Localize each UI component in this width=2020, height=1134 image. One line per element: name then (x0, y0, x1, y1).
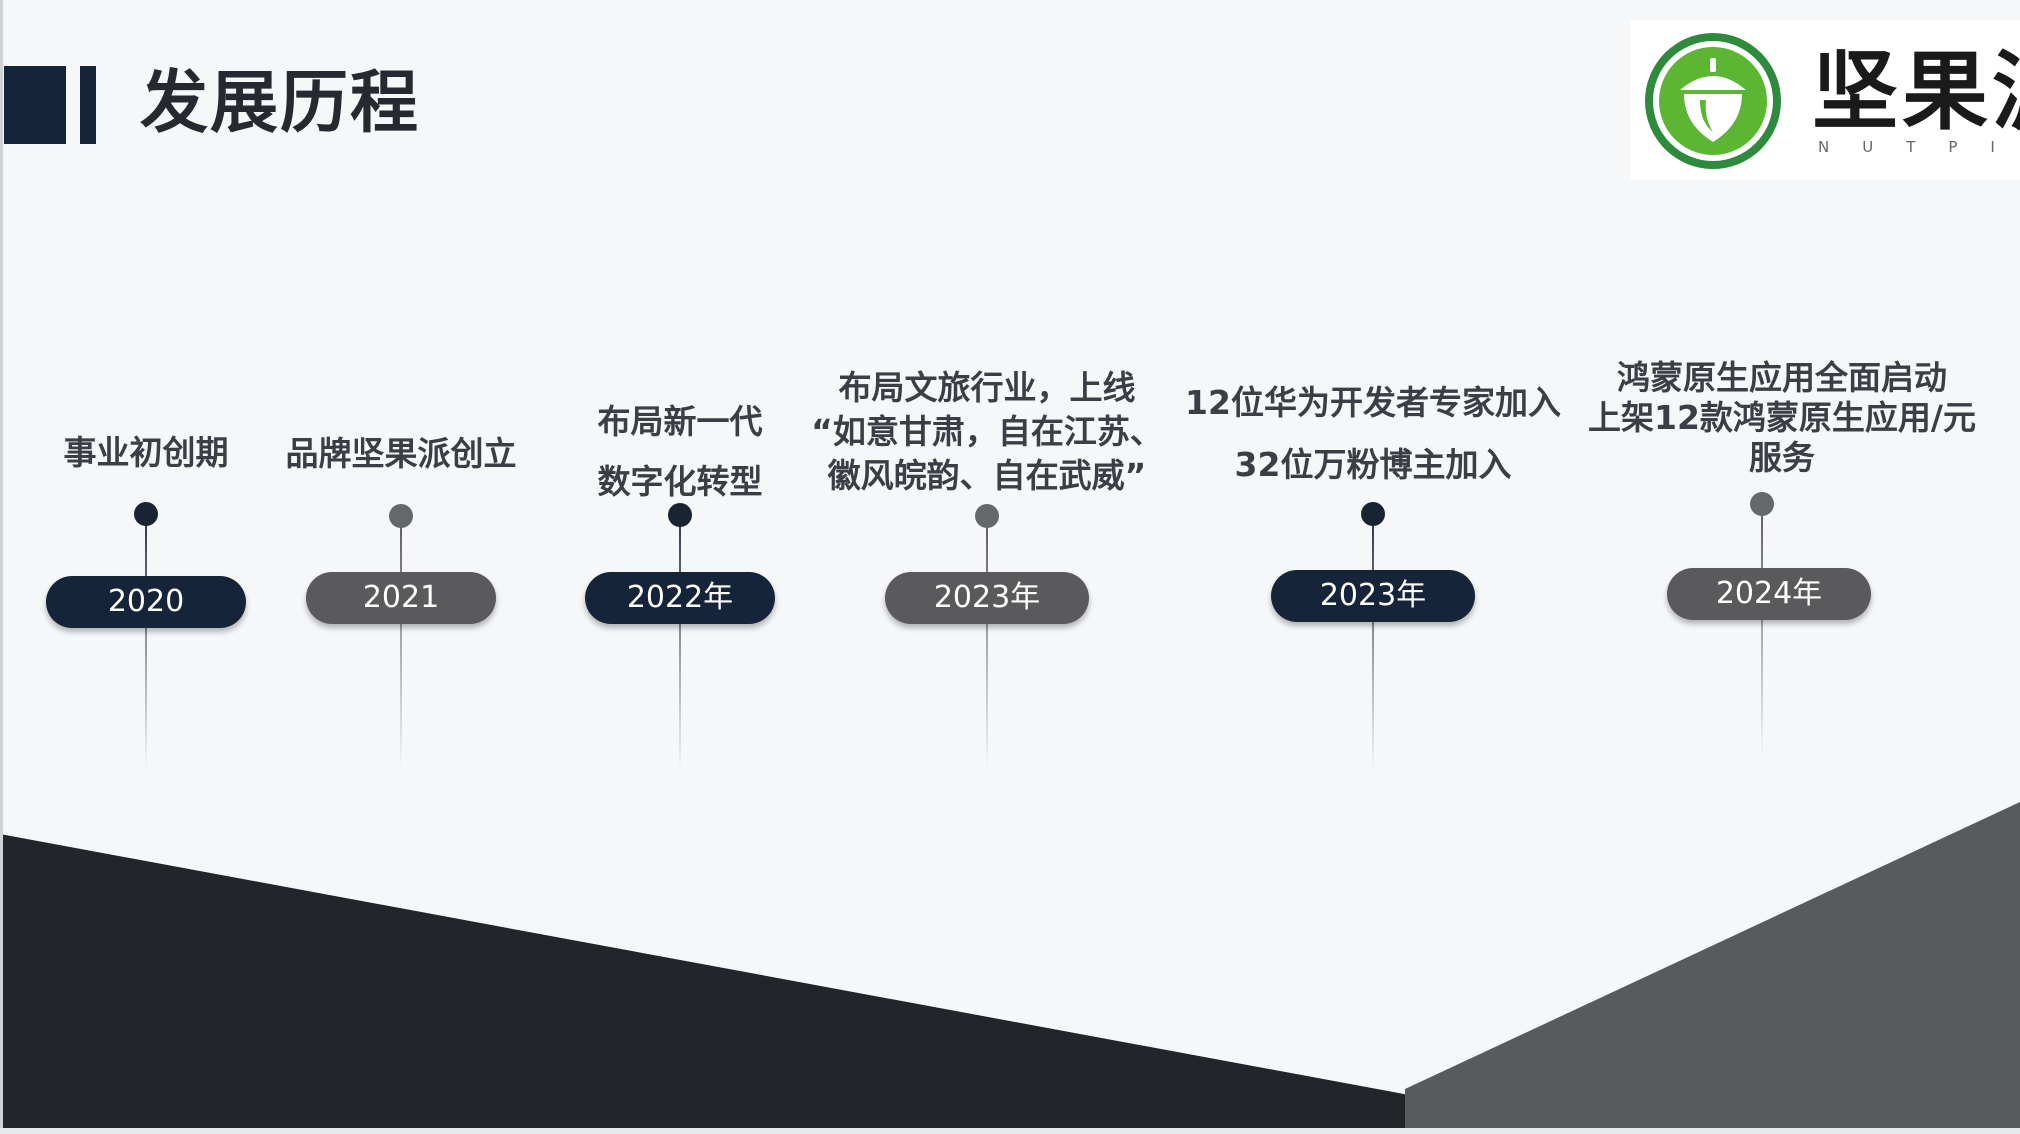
page-title: 发展历程 (140, 64, 421, 143)
caption-line: 事业初创期 (63, 433, 229, 472)
year-pill: 2022年 (585, 572, 775, 624)
year-pill: 2020 (46, 576, 246, 628)
slide-border-bottom (0, 1128, 2020, 1134)
dark-wedge (0, 834, 1620, 1134)
title-accent-block (4, 66, 66, 144)
caption-line: 布局新一代 (597, 402, 763, 441)
caption-line: 32位万粉博主加入 (1234, 445, 1512, 484)
slide-border-left (0, 0, 3, 1134)
caption-line: “如意甘肃，自在江苏、 (811, 412, 1163, 451)
milestone-caption: 鸿蒙原生应用全面启动 上架12款鸿蒙原生应用/元 服务 (1588, 358, 1976, 478)
milestone-caption: 事业初创期 (64, 426, 229, 474)
year-pill: 2023年 (885, 572, 1089, 624)
caption-line: 鸿蒙原生应用全面启动 (1616, 358, 1947, 397)
timeline-stem (679, 513, 681, 770)
year-pill: 2024年 (1667, 568, 1871, 620)
logo-wordmark: 坚果派 (1812, 42, 2020, 142)
timeline-stem (400, 514, 402, 770)
milestone-caption: 布局文旅行业，上线 “如意甘肃，自在江苏、 徽风皖韵、自在武威” (811, 366, 1163, 498)
caption-line: 12位华为开发者专家加入 (1185, 383, 1561, 422)
logo-subtitle: NUTPI (1818, 138, 2020, 156)
acorn-icon (1645, 33, 1781, 169)
timeline-dot (975, 504, 999, 528)
timeline-dot (389, 504, 413, 528)
caption-line: 上架12款鸿蒙原生应用/元 (1588, 398, 1976, 437)
caption-line: 数字化转型 (597, 462, 763, 501)
timeline-stem (986, 514, 988, 770)
timeline-stem (145, 512, 147, 770)
timeline-stem (1761, 502, 1763, 758)
caption-line: 服务 (1748, 438, 1815, 477)
caption-line: 徽风皖韵、自在武威” (827, 456, 1147, 495)
brand-logo: 坚果派 NUTPI (1630, 20, 2020, 180)
timeline-dot (1750, 492, 1774, 516)
milestone-caption: 品牌坚果派创立 (286, 427, 517, 475)
caption-line: 布局文旅行业，上线 (838, 368, 1136, 407)
milestone-caption: 布局新一代 数字化转型 (598, 392, 763, 512)
timeline-dot (668, 503, 692, 527)
year-pill: 2023年 (1271, 570, 1475, 622)
timeline-dot (134, 502, 158, 526)
grey-wedge (1405, 802, 2020, 1134)
year-pill: 2021 (306, 572, 496, 624)
timeline-stem (1372, 512, 1374, 770)
milestone-caption: 12位华为开发者专家加入 32位万粉博主加入 (1185, 372, 1561, 496)
caption-line: 品牌坚果派创立 (285, 434, 517, 473)
title-accent-bar (80, 66, 96, 144)
timeline-dot (1361, 502, 1385, 526)
